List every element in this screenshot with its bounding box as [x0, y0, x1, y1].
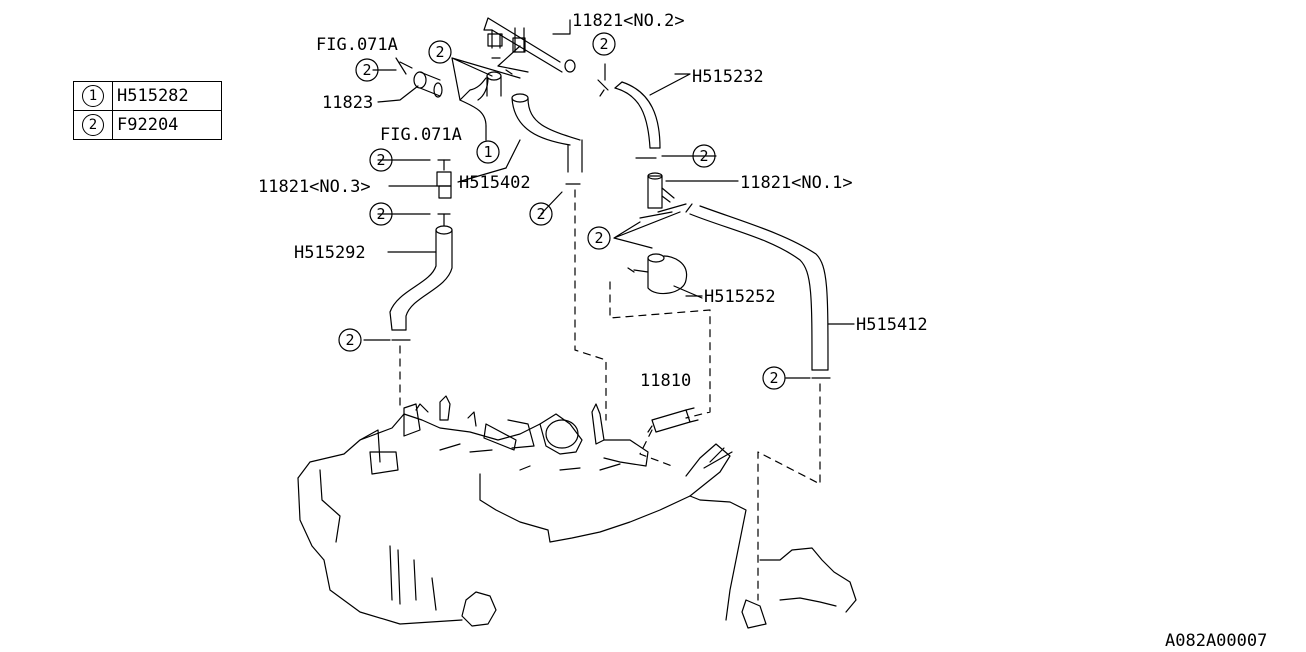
legend-row: 1 H515282 [73, 81, 222, 111]
callout-h515412: H515412 [856, 315, 928, 335]
fitting-11823 [395, 57, 443, 98]
hose-h515412 [685, 203, 829, 371]
marker-2-circle [587, 226, 611, 250]
dashed-connectors [399, 189, 821, 601]
hose-11821-no2 [483, 17, 576, 73]
engine-block [297, 395, 857, 629]
marker-2-circle [428, 40, 452, 64]
marker-circles [338, 32, 786, 390]
callout-fig071a-mid: FIG.071A [380, 125, 462, 145]
legend-key-marker: 1 [82, 85, 104, 107]
legend-part-number: H515282 [112, 81, 222, 111]
callout-labels: 11821<NO.2> H515232 FIG.071A 11823 FIG.0… [258, 11, 1267, 651]
marker-1-label: 1 [483, 143, 492, 161]
callout-11823: 11823 [322, 93, 373, 113]
marker-1-circle [476, 140, 500, 164]
callout-11821-no3: 11821<NO.3> [258, 177, 371, 197]
legend-table: 1 H515282 2 F92204 [73, 81, 222, 140]
callout-11821-no1: 11821<NO.1> [740, 173, 853, 193]
marker-2-label: 2 [345, 331, 354, 349]
marker-2-label: 2 [769, 369, 778, 387]
marker-2-circle [529, 202, 553, 226]
diagram-id: A082A00007 [1165, 631, 1267, 651]
marker-2-circle [592, 32, 616, 56]
marker-2-label: 2 [594, 229, 603, 247]
callout-11810: 11810 [640, 371, 691, 391]
hose-h515402 [505, 93, 583, 173]
marker-2-circle [692, 144, 716, 168]
callout-fig071a-top: FIG.071A [316, 35, 398, 55]
clamp-glyphs [391, 57, 831, 379]
marker-2-label: 2 [699, 147, 708, 165]
hose-h515232 [614, 81, 661, 149]
marker-2-label: 2 [536, 205, 545, 223]
legend-part-number: F92204 [112, 110, 222, 140]
legend-row: 2 F92204 [73, 110, 222, 140]
legend-key-marker: 2 [82, 114, 104, 136]
marker-2-label: 2 [599, 35, 608, 53]
marker-2-circle [762, 366, 786, 390]
marker-2-label: 2 [376, 151, 385, 169]
callout-h515402: H515402 [459, 173, 531, 193]
valve-11810 [647, 407, 699, 433]
callout-11821-no2: 11821<NO.2> [572, 11, 685, 31]
hose-h515252 [627, 253, 703, 299]
marker-numbers: 2 2 2 1 2 2 2 2 2 2 2 [345, 35, 778, 387]
marker-2-label: 2 [435, 43, 444, 61]
hose-h515282 [459, 71, 502, 141]
marker-2-circle [355, 58, 379, 82]
marker-2-circle [338, 328, 362, 352]
callout-h515292: H515292 [294, 243, 366, 263]
marker-2-label: 2 [362, 61, 371, 79]
fitting-11821-no1 [639, 172, 687, 219]
marker-2-circle [369, 148, 393, 172]
leader-lines [363, 19, 855, 379]
marker-2-label: 2 [376, 205, 385, 223]
callout-h515232: H515232 [692, 67, 764, 87]
hose-h515292 [389, 159, 453, 331]
callout-h515252: H515252 [704, 287, 776, 307]
marker-2-circle [369, 202, 393, 226]
